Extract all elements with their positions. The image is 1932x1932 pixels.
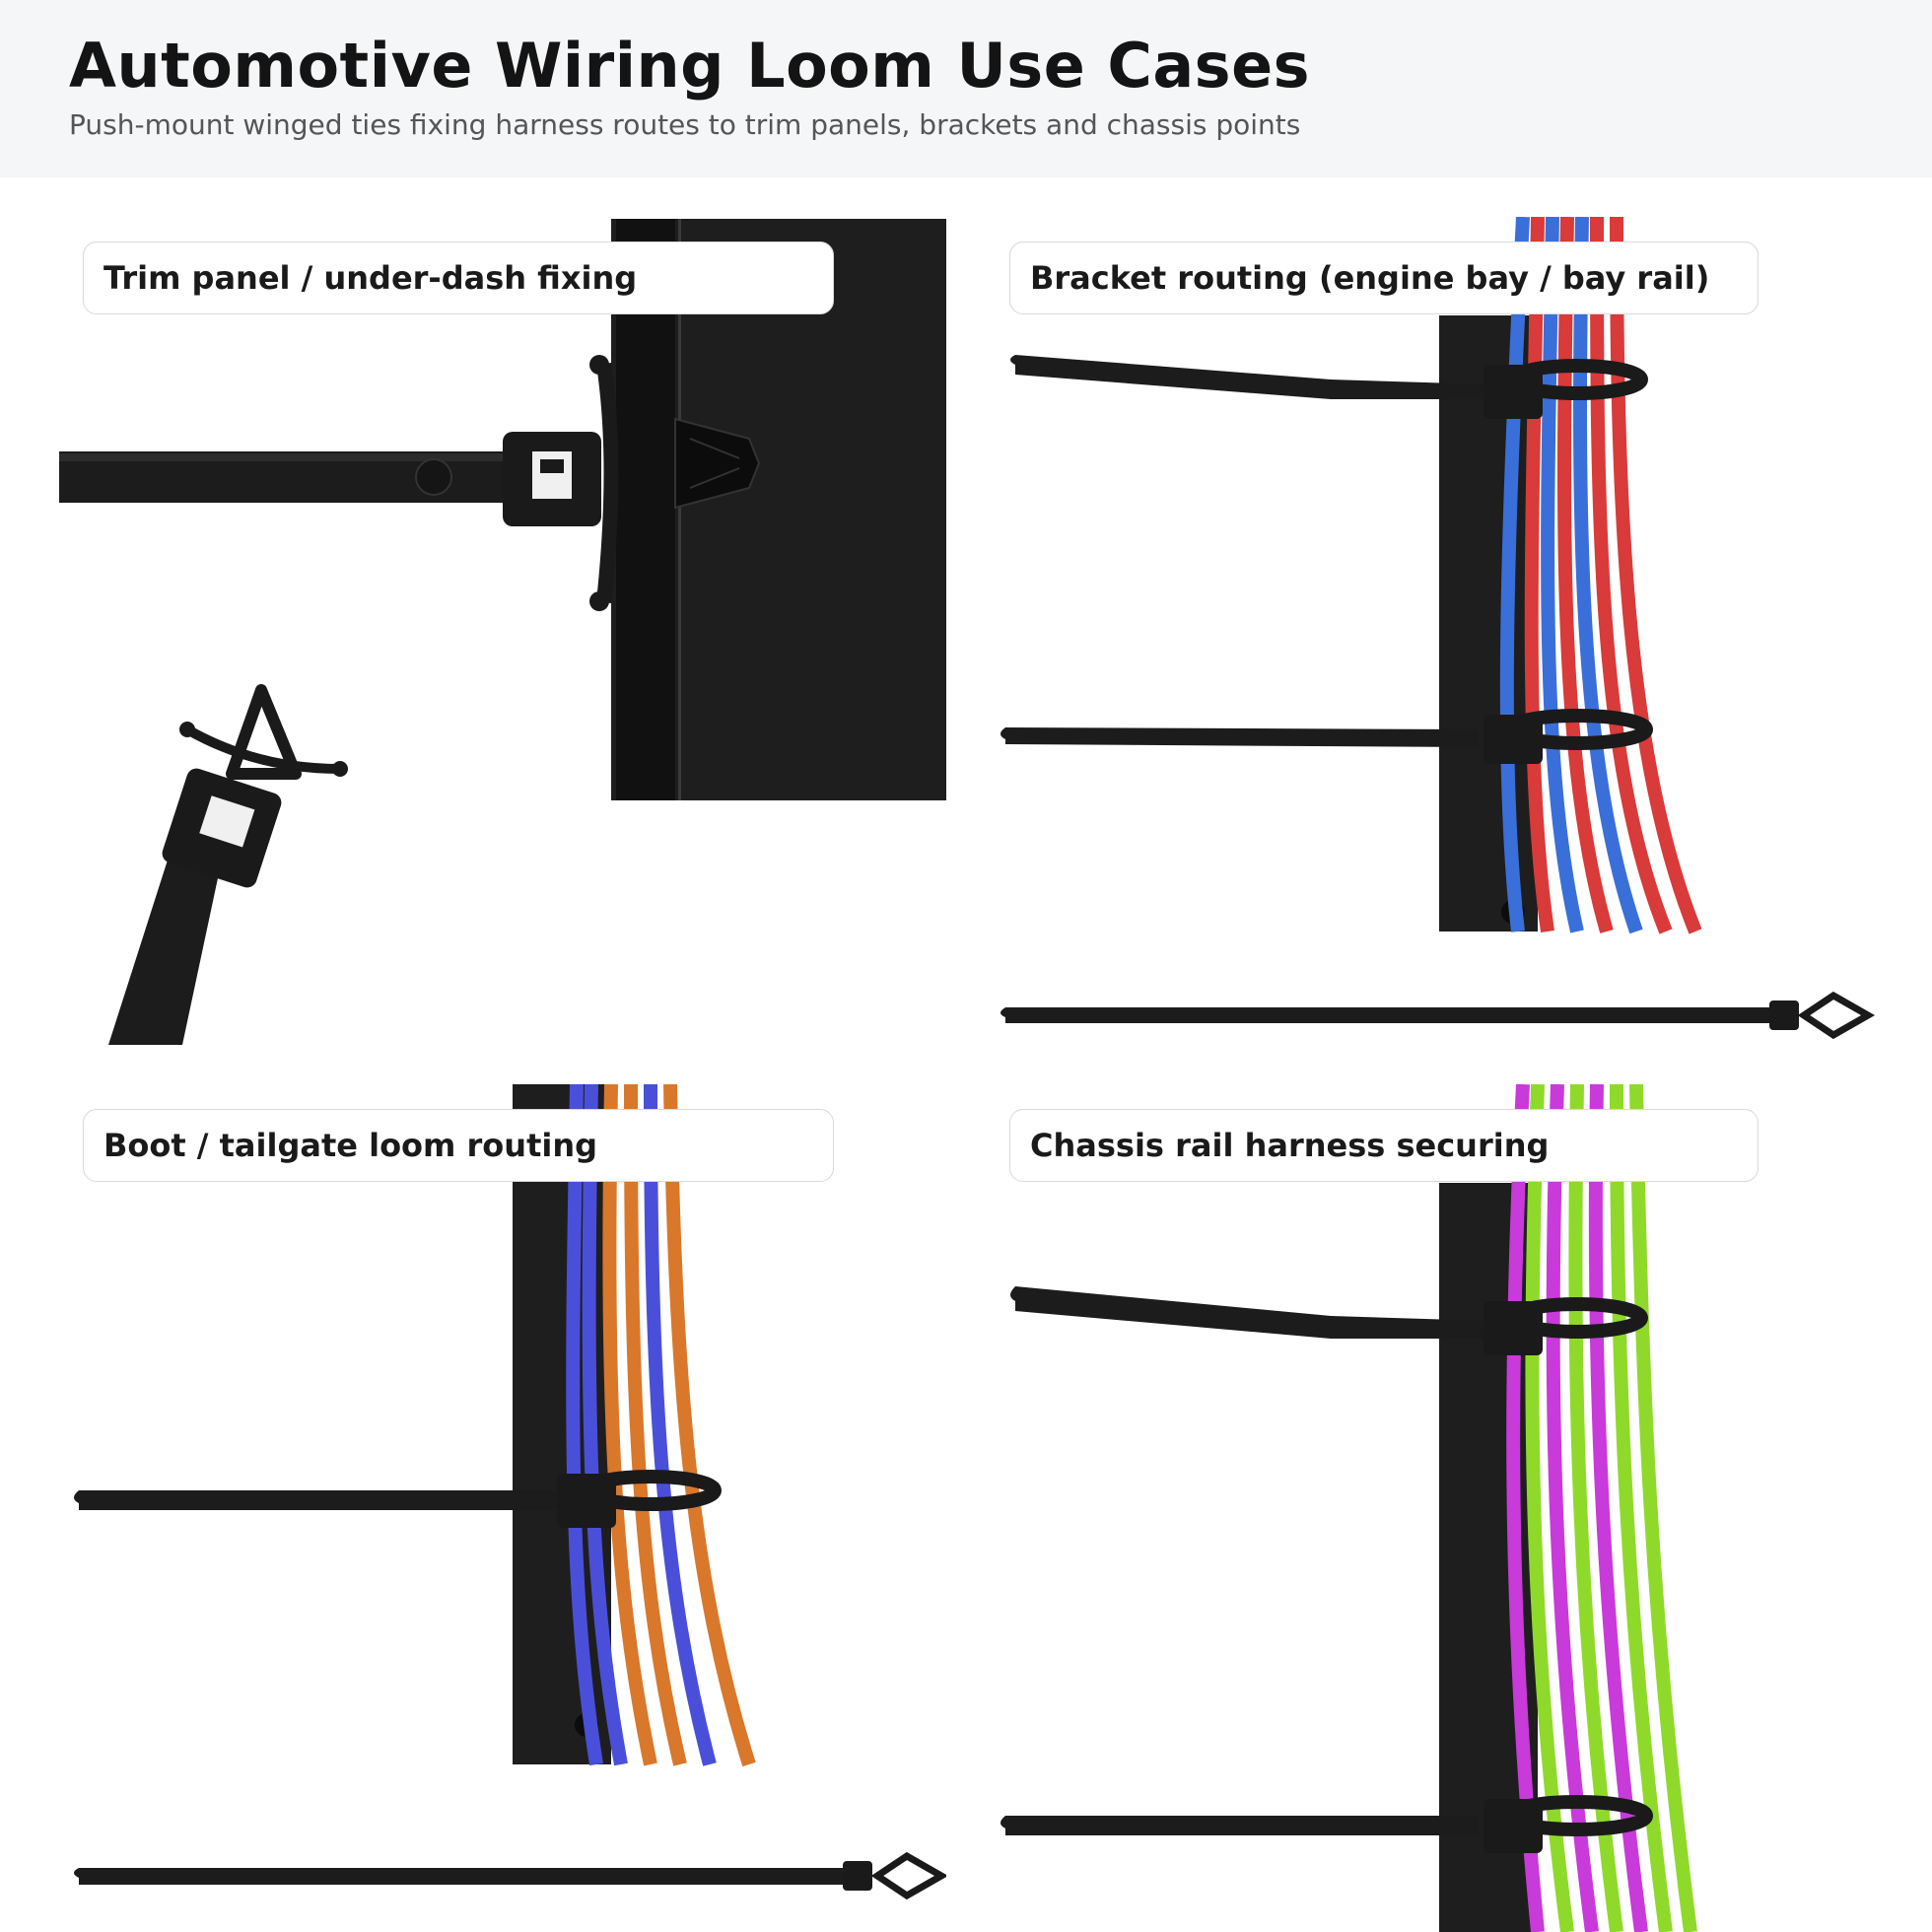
boot-tailgate-photo <box>59 1084 946 1932</box>
boot-tailgate-label: Boot / tailgate loom routing <box>83 1109 834 1182</box>
bracket-routing-photo <box>986 217 1893 1055</box>
chassis-rail-label: Chassis rail harness securing <box>1009 1109 1759 1182</box>
page-title: Automotive Wiring Loom Use Cases <box>69 30 1311 102</box>
trim-panel-label: Trim panel / under-dash fixing <box>83 242 834 314</box>
chassis-rail-photo <box>986 1084 1893 1932</box>
page-header: Automotive Wiring Loom Use Cases Push-mo… <box>0 0 1932 177</box>
trim-panel-photo <box>59 217 946 1045</box>
bracket-routing-label: Bracket routing (engine bay / bay rail) <box>1009 242 1759 314</box>
page-subtitle: Push-mount winged ties fixing harness ro… <box>69 108 1301 141</box>
